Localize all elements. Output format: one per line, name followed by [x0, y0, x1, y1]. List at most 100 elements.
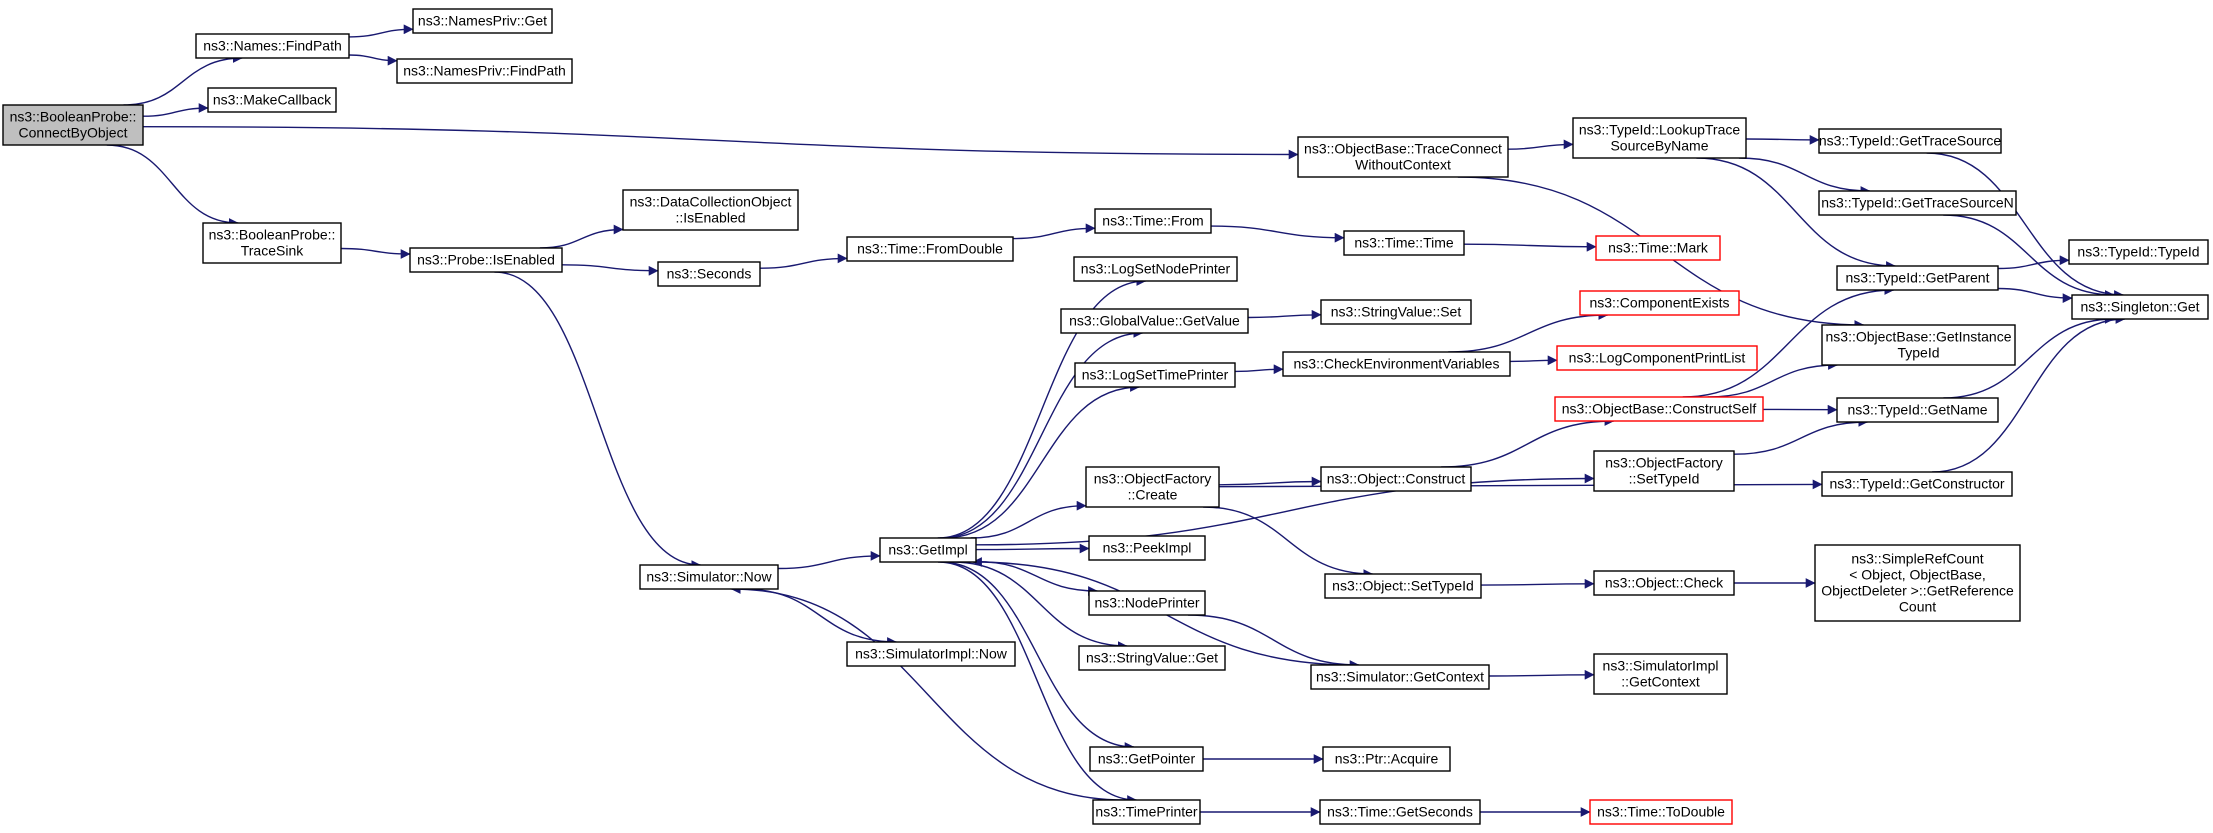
- node-tracesink[interactable]: ns3::BooleanProbe::TraceSink: [202, 222, 342, 264]
- node-traceconn[interactable]: ns3::ObjectBase::TraceConnectWithoutCont…: [1297, 136, 1509, 178]
- node-box: [1821, 324, 2016, 366]
- node-fromdouble[interactable]: ns3::Time::FromDouble: [846, 236, 1014, 262]
- node-objconstruct[interactable]: ns3::Object::Construct: [1320, 466, 1472, 492]
- node-dcoisen[interactable]: ns3::DataCollectionObject::IsEnabled: [622, 189, 799, 231]
- node-singleton[interactable]: ns3::Singleton::Get: [2071, 294, 2209, 320]
- node-constructself[interactable]: ns3::ObjectBase::ConstructSelf: [1554, 396, 1764, 422]
- node-label: ns3::SimpleRefCount: [1851, 551, 1983, 567]
- node-label: ns3::ObjectFactory: [1094, 471, 1212, 487]
- node-label: ns3::NamesPriv::FindPath: [403, 63, 566, 79]
- node-box: [195, 33, 350, 59]
- edge-root-to-makecb: [142, 103, 209, 117]
- edge-nodeprinter-to-simgetctx: [1187, 614, 1360, 670]
- node-checkenv[interactable]: ns3::CheckEnvironmentVariables: [1282, 351, 1511, 377]
- node-timefrom[interactable]: ns3::Time::From: [1094, 208, 1212, 234]
- node-box: [1836, 265, 1999, 291]
- node-box: [1324, 573, 1482, 599]
- node-label: ns3::ObjectBase::GetInstance: [1826, 329, 2012, 345]
- node-logtimeprinter[interactable]: ns3::LogSetTimePrinter: [1074, 362, 1236, 388]
- node-simgetctx[interactable]: ns3::Simulator::GetContext: [1310, 664, 1490, 690]
- node-typeidtypeid[interactable]: ns3::TypeId::TypeId: [2068, 239, 2209, 265]
- node-seconds[interactable]: ns3::Seconds: [657, 261, 761, 287]
- node-simimplnow[interactable]: ns3::SimulatorImpl::Now: [846, 641, 1016, 667]
- node-logcompprint[interactable]: ns3::LogComponentPrintList: [1556, 345, 1758, 371]
- node-label: ConnectByObject: [19, 125, 128, 141]
- node-svget[interactable]: ns3::StringValue::Get: [1078, 645, 1226, 671]
- node-isenabled[interactable]: ns3::Probe::IsEnabled: [409, 247, 563, 273]
- node-ofcreate[interactable]: ns3::ObjectFactory::Create: [1085, 466, 1220, 508]
- node-root[interactable]: ns3::BooleanProbe::ConnectByObject: [2, 104, 144, 146]
- edge-root-to-traceconn: [142, 126, 1299, 160]
- node-lognodeprinter[interactable]: ns3::LogSetNodePrinter: [1073, 256, 1238, 282]
- node-timetodouble[interactable]: ns3::Time::ToDouble: [1589, 799, 1733, 825]
- node-label: ns3::StringValue::Set: [1331, 304, 1462, 320]
- node-timetime[interactable]: ns3::Time::Time: [1343, 230, 1465, 256]
- node-getconstructor[interactable]: ns3::TypeId::GetConstructor: [1821, 471, 2013, 497]
- node-label: ::IsEnabled: [675, 210, 745, 226]
- node-label: ns3::Names::FindPath: [203, 38, 342, 54]
- node-gettracesrcn[interactable]: ns3::TypeId::GetTraceSourceN: [1818, 190, 2017, 216]
- node-nodeprinter[interactable]: ns3::NodePrinter: [1088, 590, 1206, 616]
- node-box: [1319, 799, 1481, 825]
- node-ofsettypeid[interactable]: ns3::ObjectFactory::SetTypeId: [1593, 450, 1735, 492]
- edge-getimpl-to-gvgetvalue: [939, 328, 1144, 539]
- node-gvgetvalue[interactable]: ns3::GlobalValue::GetValue: [1060, 308, 1249, 334]
- node-label: ns3::TypeId::GetTraceSource: [1819, 133, 2002, 149]
- edge-objsettypeid-to-objcheck: [1480, 578, 1595, 589]
- node-simnow[interactable]: ns3::Simulator::Now: [639, 564, 779, 590]
- node-peekimpl[interactable]: ns3::PeekImpl: [1088, 535, 1206, 561]
- node-getparent[interactable]: ns3::TypeId::GetParent: [1836, 265, 1999, 291]
- edge-getimpl-to-peekimpl: [975, 543, 1090, 554]
- node-label: ::SetTypeId: [1629, 471, 1700, 487]
- node-makecb[interactable]: ns3::MakeCallback: [207, 87, 337, 113]
- node-label: ns3::Time::GetSeconds: [1327, 804, 1473, 820]
- edge-isenabled-to-simnow: [494, 271, 702, 570]
- edge-findpath-to-npfind: [348, 54, 398, 66]
- node-findpath[interactable]: ns3::Names::FindPath: [195, 33, 350, 59]
- edge-simgetctx-to-simimplgetctx: [1488, 669, 1595, 680]
- edge-tracesink-to-isenabled: [340, 247, 411, 259]
- node-box: [2, 104, 144, 146]
- node-timemark[interactable]: ns3::Time::Mark: [1595, 235, 1721, 261]
- node-label: ns3::Time::From: [1102, 213, 1203, 229]
- node-compexists[interactable]: ns3::ComponentExists: [1579, 290, 1740, 316]
- node-label: ns3::Ptr::Acquire: [1335, 751, 1439, 767]
- edge-timeprinter-to-simnow: [730, 584, 1125, 801]
- node-timegetsec[interactable]: ns3::Time::GetSeconds: [1319, 799, 1481, 825]
- node-label: ns3::LogComponentPrintList: [1569, 350, 1746, 366]
- node-box: [1073, 256, 1238, 282]
- node-getname[interactable]: ns3::TypeId::GetName: [1836, 397, 1999, 423]
- node-box: [846, 641, 1016, 667]
- node-objcheck[interactable]: ns3::Object::Check: [1593, 570, 1735, 596]
- edge-checkenv-to-compexists: [1448, 310, 1609, 353]
- node-ptracquire[interactable]: ns3::Ptr::Acquire: [1322, 746, 1451, 772]
- node-getimpl[interactable]: ns3::GetImpl: [879, 537, 977, 563]
- node-label: ns3::Time::Time: [1354, 235, 1454, 251]
- node-label: ns3::StringValue::Get: [1086, 650, 1218, 666]
- edge-getimpl-to-timeprinter: [937, 561, 1137, 805]
- node-box: [1092, 799, 1201, 825]
- node-box: [1821, 471, 2013, 497]
- node-label: < Object, ObjectBase,: [1849, 567, 1986, 583]
- node-label: ns3::GetPointer: [1098, 751, 1196, 767]
- edge-findpath-to-npget: [348, 24, 414, 38]
- node-label: ns3::ObjectFactory: [1605, 455, 1723, 471]
- node-simimplgetctx[interactable]: ns3::SimulatorImpl::GetContext: [1593, 653, 1728, 695]
- edge-gettracesrcn-to-singleton: [1943, 214, 2115, 300]
- node-refcount[interactable]: ns3::SimpleRefCount< Object, ObjectBase,…: [1814, 544, 2021, 622]
- node-objsettypeid[interactable]: ns3::Object::SetTypeId: [1324, 573, 1482, 599]
- node-label: ns3::Simulator::GetContext: [1316, 669, 1484, 685]
- node-npfind[interactable]: ns3::NamesPriv::FindPath: [396, 58, 573, 84]
- edge-simnow-to-simimplnow: [743, 588, 897, 647]
- node-timeprinter[interactable]: ns3::TimePrinter: [1092, 799, 1201, 825]
- node-svset[interactable]: ns3::StringValue::Set: [1320, 299, 1472, 325]
- node-npget[interactable]: ns3::NamesPriv::Get: [412, 8, 553, 34]
- node-gettracesrc[interactable]: ns3::TypeId::GetTraceSource: [1818, 128, 2002, 154]
- node-getpointer[interactable]: ns3::GetPointer: [1089, 746, 1204, 772]
- node-label: ns3::Probe::IsEnabled: [417, 252, 555, 268]
- node-label: ns3::NamesPriv::Get: [418, 13, 547, 29]
- edge-ofcreate-to-objconstruct: [1218, 476, 1322, 487]
- node-label: ns3::Time::Mark: [1608, 240, 1709, 256]
